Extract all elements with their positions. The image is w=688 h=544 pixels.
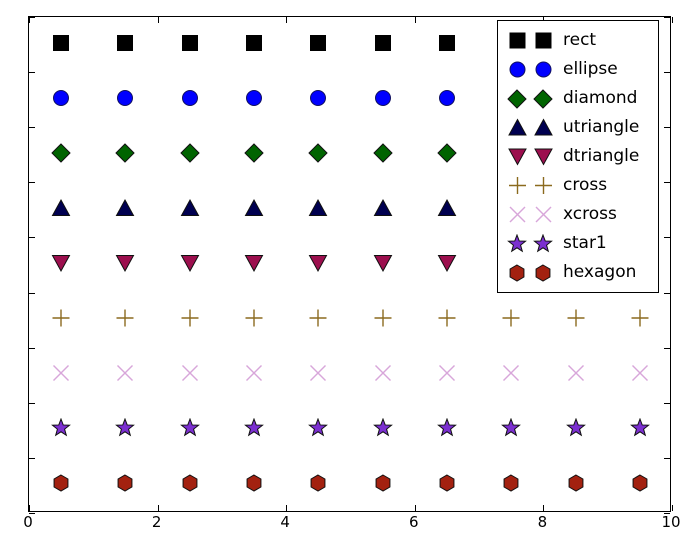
x-tick-label: 8: [537, 513, 548, 531]
y-tick-mark: [664, 513, 670, 514]
x-tick-label: 0: [23, 513, 33, 531]
legend-entry-ellipse[interactable]: ellipse: [504, 55, 652, 84]
y-tick-mark: [29, 127, 35, 129]
legend-label: xcross: [563, 204, 617, 224]
x-tick-mark: [672, 17, 673, 23]
y-tick-mark: [29, 17, 35, 18]
legend-marker-plus-icon: [504, 173, 530, 199]
y-tick-mark: [29, 347, 35, 349]
x-tick-mark: [286, 17, 288, 23]
y-tick-mark: [29, 72, 35, 74]
legend-entry-hexagon[interactable]: hexagon: [504, 258, 652, 287]
legend-label: diamond: [563, 88, 638, 108]
y-tick-mark: [29, 513, 35, 514]
y-tick-mark: [664, 127, 670, 129]
x-tick-mark: [157, 17, 159, 23]
y-tick-mark: [664, 347, 670, 349]
legend-marker-square-icon: [504, 28, 530, 54]
legend-marker-star-icon: [504, 231, 530, 257]
legend-entry-cross[interactable]: cross: [504, 171, 652, 200]
legend-marker-circle-icon: [530, 57, 556, 83]
x-tick-mark: [286, 505, 288, 511]
x-tick-label: 4: [280, 513, 290, 531]
x-tick-label: 2: [151, 513, 162, 531]
legend-marker-triangle-up-icon: [504, 115, 530, 141]
x-tick-mark: [29, 17, 30, 23]
x-tick-mark: [157, 505, 159, 511]
y-tick-mark: [664, 292, 670, 294]
y-tick-mark: [29, 457, 35, 459]
legend-marker-diamond-icon: [504, 86, 530, 112]
legend-entry-dtriangle[interactable]: dtriangle: [504, 142, 652, 171]
y-tick-mark: [664, 402, 670, 404]
legend-marker-triangle-down-icon: [504, 144, 530, 170]
y-tick-mark: [664, 182, 670, 184]
y-tick-mark: [664, 237, 670, 239]
x-tick-label: 6: [409, 513, 419, 531]
legend-label: utriangle: [563, 117, 640, 137]
legend-label: hexagon: [563, 262, 637, 282]
legend-marker-x-icon: [530, 202, 556, 228]
legend-marker-circle-icon: [504, 57, 530, 83]
legend-marker-star-icon: [530, 231, 556, 257]
legend-label: dtriangle: [563, 146, 640, 166]
y-tick-mark: [29, 292, 35, 294]
legend-entry-xcross[interactable]: xcross: [504, 200, 652, 229]
legend-marker-plus-icon: [530, 173, 556, 199]
chart-legend[interactable]: rect ellipse diamond utriangle dtriangle cros…: [497, 20, 659, 293]
legend-marker-triangle-up-icon: [530, 115, 556, 141]
y-tick-mark: [664, 72, 670, 74]
y-tick-mark: [29, 402, 35, 404]
legend-entry-utriangle[interactable]: utriangle: [504, 113, 652, 142]
x-tick-mark: [414, 505, 416, 511]
legend-entry-rect[interactable]: rect: [504, 26, 652, 55]
legend-marker-hexagon-icon: [504, 260, 530, 286]
y-tick-mark: [29, 182, 35, 184]
y-tick-mark: [664, 17, 670, 18]
legend-label: star1: [563, 233, 607, 253]
legend-marker-triangle-down-icon: [530, 144, 556, 170]
x-tick-mark: [29, 505, 30, 511]
y-tick-mark: [29, 237, 35, 239]
legend-entry-diamond[interactable]: diamond: [504, 84, 652, 113]
legend-marker-square-icon: [530, 28, 556, 54]
y-tick-mark: [664, 457, 670, 459]
legend-label: ellipse: [563, 59, 618, 79]
legend-label: cross: [563, 175, 608, 195]
legend-label: rect: [563, 30, 597, 50]
legend-marker-diamond-icon: [530, 86, 556, 112]
legend-entry-star1[interactable]: star1: [504, 229, 652, 258]
legend-marker-x-icon: [504, 202, 530, 228]
legend-marker-hexagon-icon: [530, 260, 556, 286]
x-tick-mark: [543, 505, 545, 511]
x-tick-label: 10: [661, 513, 681, 531]
x-tick-mark: [672, 505, 673, 511]
x-tick-mark: [414, 17, 416, 23]
